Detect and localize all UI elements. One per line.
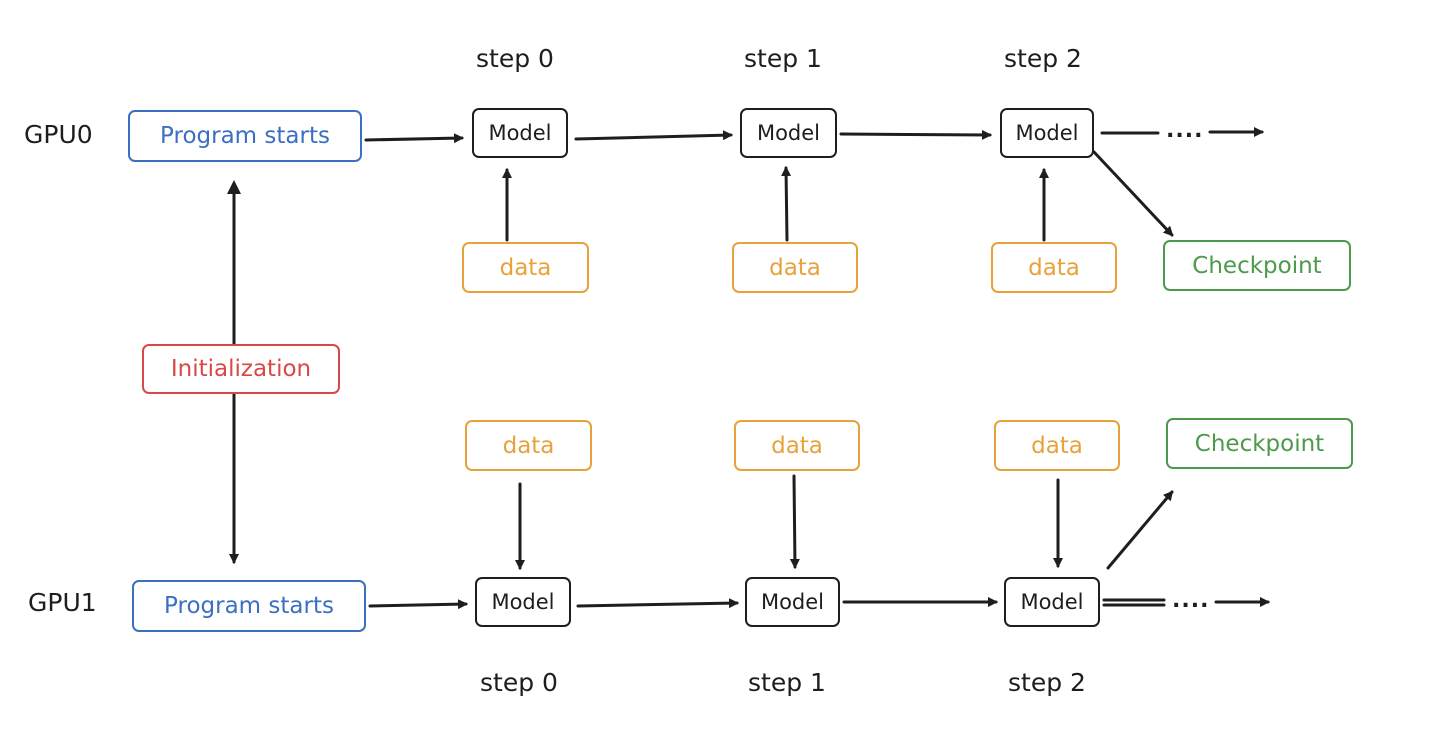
arrow-gpu1-checkpoint: [1106, 490, 1174, 570]
gpu1-model-step-2-text: Model: [1020, 590, 1084, 614]
gpu0-model-step-2[interactable]: Model: [1000, 108, 1094, 158]
gpu0-data-step-2[interactable]: data: [991, 242, 1117, 293]
gpu0-data-step-1-text: data: [769, 254, 821, 281]
gpu1-data-step-1[interactable]: data: [734, 420, 860, 471]
gpu1-label: GPU1: [28, 588, 97, 617]
gpu0-step-1-label: step 1: [744, 44, 822, 73]
arrow-gpu0-program-to-model0: [364, 133, 464, 144]
arrow-gpu0-data1-up: [781, 166, 792, 242]
arrow-gpu0-model0-to-model1: [574, 130, 733, 141]
gpu0-model-step-0-text: Model: [488, 121, 552, 145]
gpu0-label: GPU0: [24, 120, 93, 149]
gpu1-data-step-1-text: data: [771, 432, 823, 459]
gpu1-checkpoint-text: Checkpoint: [1194, 430, 1325, 457]
gpu1-data-step-2[interactable]: data: [994, 420, 1120, 471]
arrow-gpu1-model0-to-model1: [576, 598, 739, 609]
gpu0-step-2-label: step 2: [1004, 44, 1082, 73]
gpu1-step-0-label: step 0: [480, 668, 558, 697]
gpu0-ellipsis: ....: [1166, 118, 1204, 143]
arrow-gpu1-program-to-model0: [368, 599, 468, 610]
arrow-gpu0-checkpoint: [1092, 150, 1174, 237]
gpu0-data-step-1[interactable]: data: [732, 242, 858, 293]
gpu0-data-step-2-text: data: [1028, 254, 1080, 281]
gpu1-checkpoint-box[interactable]: Checkpoint: [1166, 418, 1353, 469]
arrow-gpu1-data1-down: [789, 474, 800, 569]
gpu1-model-step-0[interactable]: Model: [475, 577, 571, 627]
gpu1-program-starts-text: Program starts: [164, 593, 334, 619]
gpu0-data-step-0-text: data: [499, 254, 552, 281]
gpu1-step-1-label: step 1: [748, 668, 826, 697]
gpu0-program-starts-text: Program starts: [160, 123, 330, 149]
gpu0-program-starts-box[interactable]: Program starts: [128, 110, 362, 162]
gpu0-step-0-label: step 0: [476, 44, 554, 73]
gpu0-checkpoint-box[interactable]: Checkpoint: [1163, 240, 1351, 291]
gpu1-model-step-1-text: Model: [760, 590, 825, 614]
gpu1-ellipsis: ....: [1172, 588, 1210, 613]
gpu0-model-step-2-text: Model: [1015, 121, 1079, 145]
gpu1-model-step-1[interactable]: Model: [745, 577, 840, 627]
gpu0-model-step-0[interactable]: Model: [472, 108, 568, 158]
gpu1-model-step-2[interactable]: Model: [1004, 577, 1100, 627]
initialization-text: Initialization: [170, 356, 312, 382]
arrow-gpu0-model1-to-model2: [839, 129, 992, 140]
gpu0-model-step-1-text: Model: [756, 121, 821, 145]
gpu1-step-2-label: step 2: [1008, 668, 1086, 697]
gpu1-data-step-0[interactable]: data: [465, 420, 592, 471]
gpu1-model-step-0-text: Model: [491, 590, 555, 614]
gpu0-checkpoint-text: Checkpoint: [1192, 252, 1322, 279]
gpu1-data-step-0-text: data: [502, 432, 555, 459]
gpu1-data-step-2-text: data: [1031, 432, 1083, 459]
gpu0-model-step-1[interactable]: Model: [740, 108, 837, 158]
initialization-box[interactable]: Initialization: [142, 344, 340, 394]
gpu1-program-starts-box[interactable]: Program starts: [132, 580, 366, 632]
gpu0-data-step-0[interactable]: data: [462, 242, 589, 293]
